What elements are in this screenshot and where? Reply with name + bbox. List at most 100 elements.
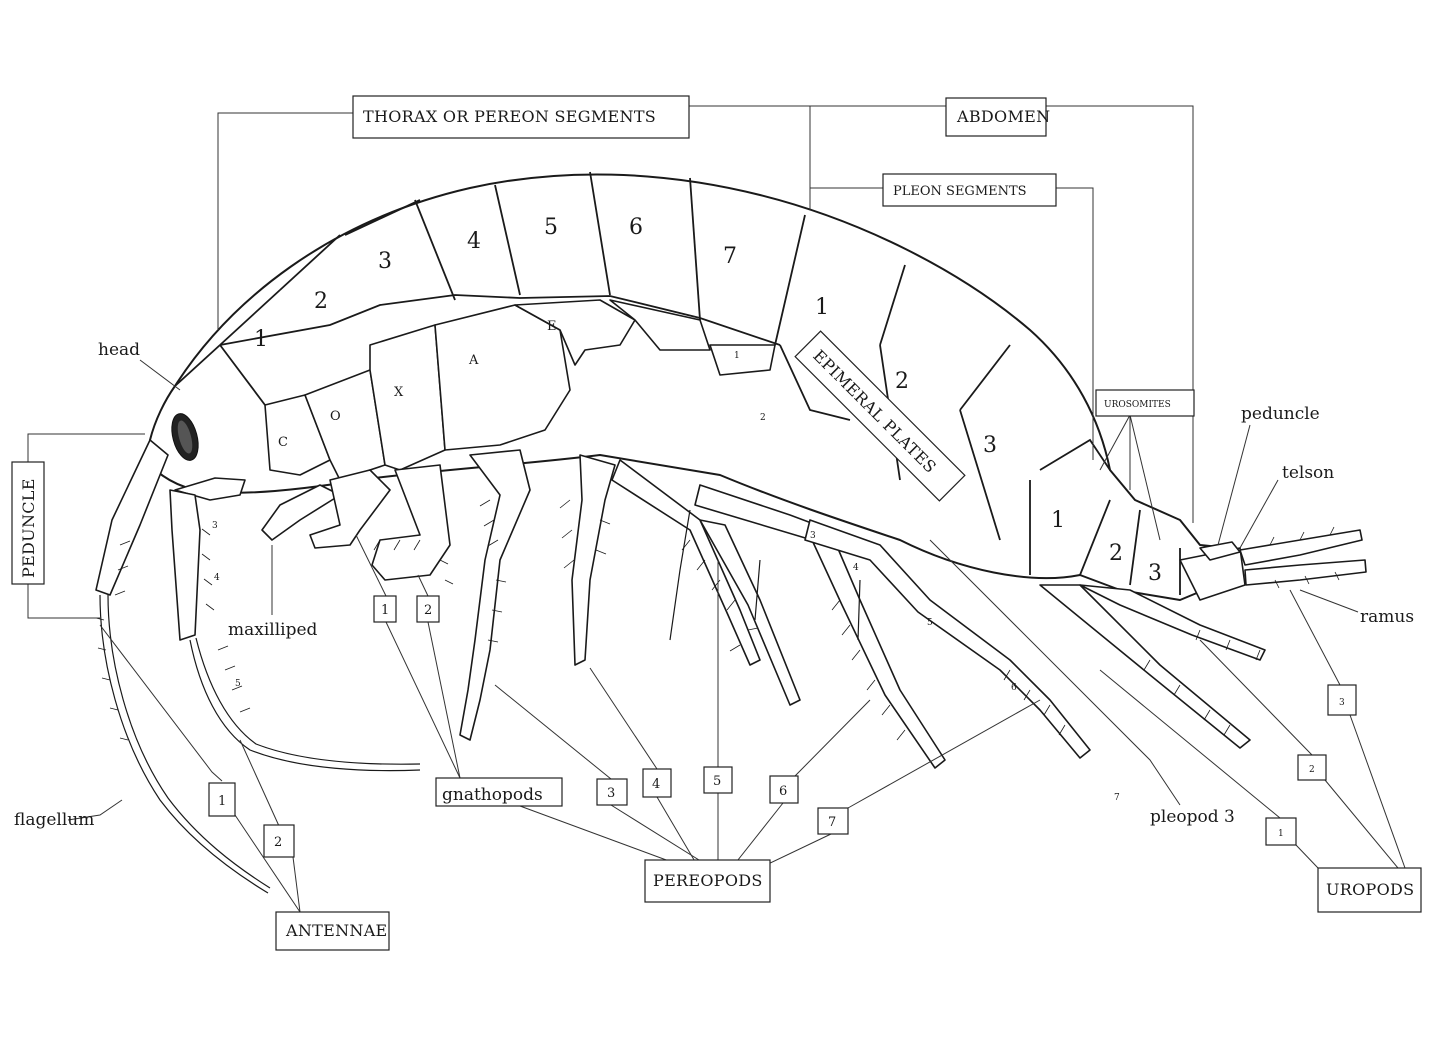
antennae-text: ANTENNAE	[285, 921, 388, 940]
pereopod-5-number: 5	[713, 774, 721, 789]
coxa-letters: C O X A E	[278, 319, 557, 450]
pereon-number-2: 2	[314, 289, 328, 314]
telson-label: telson	[1282, 463, 1334, 483]
pereopod-4-box: 4	[642, 768, 672, 798]
antenna-article-numbers: 3 4 5	[212, 521, 241, 689]
antenna-1-box: 1	[208, 782, 236, 817]
uropod-3-ramus-lower	[1244, 559, 1367, 586]
coxa-small-5: 5	[927, 618, 933, 628]
pleon-label-text: PLEON SEGMENTS	[893, 184, 1027, 199]
pereon-segment-numbers: 1 2 3 4 5 6 7	[254, 215, 737, 352]
pereopod-7-box: 7	[817, 807, 849, 835]
pereopod-5-box: 5	[703, 766, 733, 794]
pleopod-3-label: pleopod 3	[1150, 807, 1235, 827]
uropod-1-number: 1	[1278, 829, 1284, 839]
coxal-plate-1	[264, 394, 331, 476]
uropod-2-box: 2	[1297, 754, 1327, 781]
pereopod-4	[571, 454, 616, 666]
tergite-divider-7	[689, 177, 701, 321]
pleon-number-2: 2	[895, 369, 909, 394]
thorax-label: THORAX OR PEREON SEGMENTS	[352, 95, 690, 139]
setae	[95, 499, 1340, 741]
pleon-number-1: 1	[815, 295, 829, 320]
pereopod-7	[804, 519, 1091, 759]
gnathopods-text: gnathopods	[442, 785, 543, 805]
coxa-small-2: 2	[760, 413, 766, 423]
coxa-letter-x: X	[394, 385, 404, 400]
coxa-letter-a: A	[468, 353, 479, 368]
tergite-divider-2	[279, 234, 341, 291]
uropod-3-number: 3	[1339, 698, 1345, 708]
pereon-number-6: 6	[629, 215, 643, 240]
coxal-plate-5	[514, 299, 636, 366]
gnathopods-label: gnathopods	[435, 777, 563, 807]
gnathopod-1	[309, 469, 391, 549]
pereopod-3-number: 3	[607, 786, 615, 801]
antenna-article-5: 5	[235, 679, 241, 689]
pereon-number-1: 1	[254, 327, 268, 352]
maxilliped-label: maxilliped	[228, 620, 318, 640]
pereon-number-4: 4	[467, 229, 481, 254]
uropods-text: UROPODS	[1326, 880, 1414, 899]
tergite-divider-4	[414, 199, 456, 301]
uropods-label: UROPODS	[1317, 867, 1422, 913]
urosome-number-1: 1	[1051, 508, 1065, 533]
gnathopod-1-box: 1	[373, 595, 397, 623]
coxal-plate-7	[709, 344, 776, 376]
gnathopod-1-number: 1	[381, 603, 389, 618]
antenna-article-3: 3	[212, 521, 218, 531]
pleon-number-3: 3	[983, 433, 997, 458]
uropod-3-ramus-upper	[1239, 529, 1363, 566]
coxal-plate-6	[609, 299, 711, 351]
tergite-divider-6	[589, 171, 611, 296]
urosome-divider-3	[1079, 499, 1111, 576]
coxa-letter-e: E	[547, 319, 557, 334]
coxa-small-3: 3	[810, 531, 816, 541]
urosome-number-2: 2	[1109, 541, 1123, 566]
coxa-letter-c: C	[278, 435, 288, 450]
urosomites-label-text: UROSOMITES	[1104, 400, 1171, 410]
antenna-1-peduncle	[95, 439, 169, 596]
uropod-2-number: 2	[1309, 765, 1315, 775]
antennae-label: ANTENNAE	[275, 911, 390, 951]
coxa-small-1: 1	[734, 351, 740, 361]
peduncle-vertical-label: PEDUNCLE	[11, 461, 45, 585]
tergite-divider-3	[344, 199, 421, 236]
peduncle-label: peduncle	[1241, 404, 1320, 424]
thorax-label-text: THORAX OR PEREON SEGMENTS	[363, 107, 656, 126]
tergite-lower-edge	[219, 294, 781, 406]
head-label: head	[98, 340, 140, 360]
flagellum-label: flagellum	[14, 810, 94, 830]
coxa-small-7: 7	[1114, 793, 1120, 803]
uropod-3-box: 3	[1327, 684, 1357, 716]
amphipod-illustration	[95, 171, 1367, 894]
pereon-number-3: 3	[378, 249, 392, 274]
epimeral-plate-divider-1	[779, 344, 851, 421]
pleopod-3-appendage	[857, 579, 861, 641]
tergite-divider-8	[774, 214, 806, 346]
pleopod-1	[669, 509, 691, 641]
gnathopod-2-box: 2	[416, 595, 440, 623]
abdomen-label-text: ABDOMEN	[956, 107, 1050, 126]
peduncle-vertical-text: PEDUNCLE	[19, 478, 38, 578]
body-outline	[149, 173, 1241, 601]
bracket-lines	[27, 105, 1194, 619]
epimeral-plate-divider-3	[959, 409, 1001, 541]
antenna-2-peduncle	[169, 489, 201, 641]
pleopod-2	[754, 559, 761, 621]
urosome-segment-numbers: 1 2 3	[1051, 508, 1162, 586]
urosomites-label: UROSOMITES	[1095, 389, 1195, 417]
pleon-label: PLEON SEGMENTS	[882, 173, 1057, 207]
gnathopod-2	[371, 464, 451, 581]
abdomen-label: ABDOMEN	[945, 97, 1050, 137]
pereopod-5	[611, 459, 761, 666]
tergite-divider-10	[959, 344, 1011, 411]
pereopod-3-box: 3	[596, 778, 628, 806]
pereopod-3	[459, 449, 531, 741]
tergite-divider-1	[219, 289, 281, 346]
pereon-number-5: 5	[544, 215, 558, 240]
antenna-2-flagellum	[189, 639, 421, 772]
pereopods-label: PEREOPODS	[644, 859, 771, 903]
leader-lines	[67, 359, 1406, 913]
